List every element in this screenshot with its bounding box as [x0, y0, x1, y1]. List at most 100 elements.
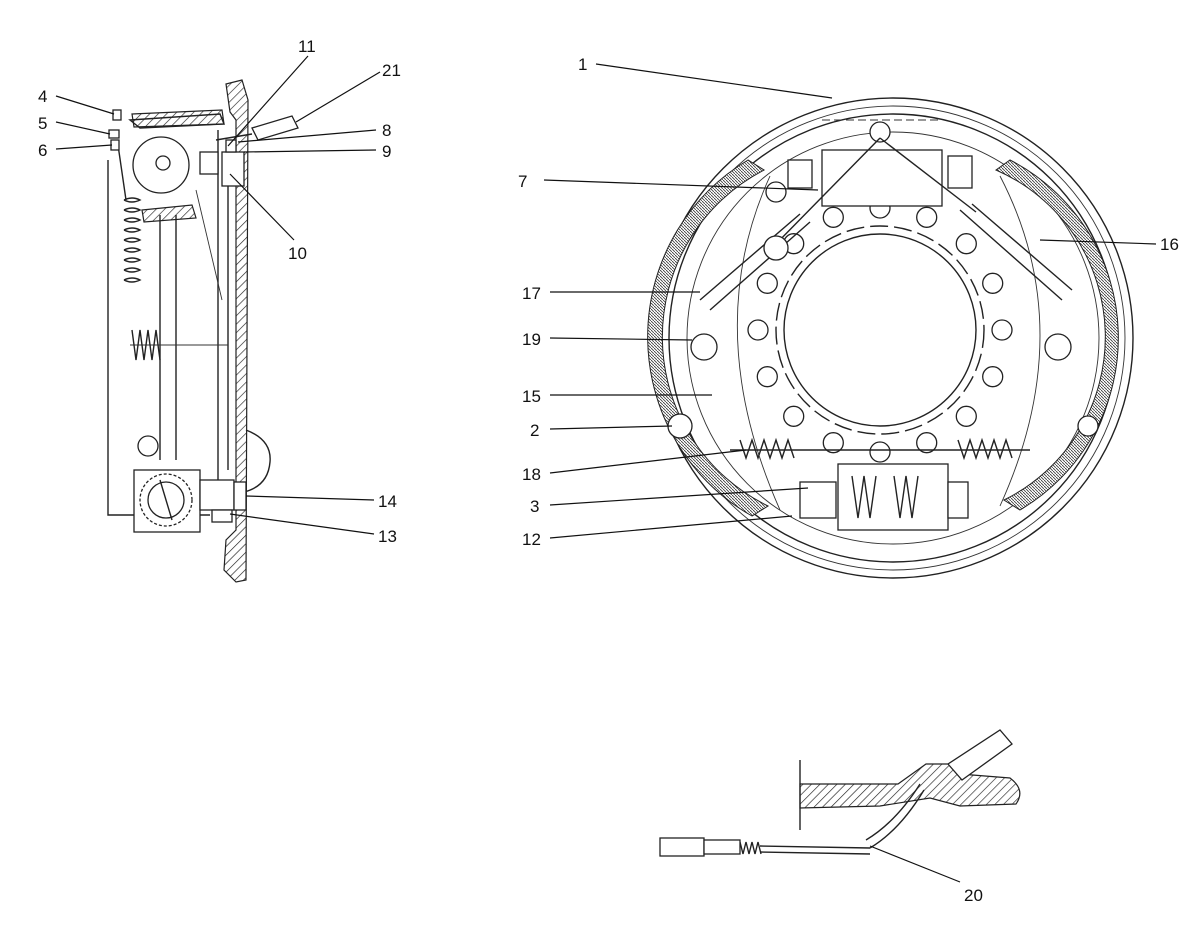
adjuster-nut — [221, 151, 245, 187]
lower-roller — [137, 435, 159, 457]
hub-bolt-hole — [982, 272, 1004, 294]
hub-bolt-hole — [822, 432, 844, 454]
callout-18: 18 — [522, 465, 541, 484]
hub-bolt-hole — [955, 233, 977, 255]
callout-14: 14 — [378, 492, 397, 511]
washer-5 — [108, 129, 120, 139]
anchor-pin-upper — [765, 181, 787, 203]
lower-spring-right — [957, 437, 1013, 461]
hub-bolt-hole — [783, 405, 805, 427]
leader-13 — [229, 513, 375, 535]
hub-outline — [775, 225, 985, 435]
holddown-right — [1044, 333, 1072, 361]
leader-8 — [237, 129, 377, 143]
adjuster-body — [199, 151, 219, 175]
detail-cable-sleeve — [703, 839, 741, 855]
callout-15: 15 — [522, 387, 541, 406]
bolt-hole-ring — [747, 197, 1013, 463]
hub-bolt-hole — [916, 206, 938, 228]
leader-19 — [549, 337, 693, 341]
leader-2 — [549, 425, 673, 430]
leader-14 — [245, 495, 375, 501]
hub-bolt-hole — [756, 366, 778, 388]
adjuster-cap — [225, 139, 237, 153]
callout-10: 10 — [288, 244, 307, 263]
strut-left — [699, 213, 801, 301]
hub-bolt-hole — [955, 405, 977, 427]
leader-11 — [227, 55, 309, 147]
mount-hole-2b — [1077, 415, 1099, 437]
detail-cable-1 — [759, 845, 871, 849]
cable-line — [215, 133, 253, 141]
detail-cable-fitting — [947, 729, 1013, 781]
left-shoe-edge — [736, 175, 781, 511]
hub-bolt-hole — [822, 206, 844, 228]
ratchet-shaft — [199, 479, 235, 511]
callout-8: 8 — [382, 121, 391, 140]
pin-4 — [112, 109, 122, 121]
hub-bolt-hole — [747, 319, 769, 341]
callout-17: 17 — [522, 284, 541, 303]
pin-6 — [110, 139, 120, 151]
shoe-web-line — [195, 189, 223, 301]
hub-bolt-hole — [991, 319, 1013, 341]
leader-20 — [869, 845, 961, 883]
leader-1 — [595, 63, 833, 99]
detail-cable-spring — [739, 841, 762, 855]
return-spring-top — [123, 197, 142, 283]
callout-labels: 1 2 3 4 5 6 7 8 9 10 11 12 13 14 15 16 1… — [38, 37, 1179, 905]
section-view — [107, 79, 299, 583]
cable-detail — [659, 729, 1021, 857]
hub-bolt-hole — [982, 366, 1004, 388]
ratchet-slot — [159, 479, 173, 521]
detail-cable-2 — [759, 851, 871, 855]
spring-hook — [117, 144, 127, 201]
hub-bolt-hole — [756, 272, 778, 294]
leader-5 — [55, 121, 111, 135]
callout-5: 5 — [38, 114, 47, 133]
strut-right-2 — [971, 203, 1073, 291]
anchor-pin-lower — [763, 235, 789, 261]
strut-right — [959, 209, 1063, 301]
adjuster-spring — [851, 475, 919, 519]
callout-21: 21 — [382, 61, 401, 80]
rod-right — [879, 137, 977, 213]
middle-spring — [131, 329, 161, 361]
adjuster-end-right — [947, 481, 969, 519]
rod-left — [769, 137, 881, 251]
callout-1: 1 — [578, 55, 587, 74]
leader-6 — [55, 144, 113, 150]
leader-4 — [55, 95, 115, 115]
hub-bore — [783, 233, 977, 427]
top-lining-hatch — [141, 204, 197, 223]
callout-11: 11 — [298, 37, 316, 56]
cam-roller-hub — [155, 155, 171, 171]
adjuster-end-left — [799, 481, 837, 519]
hub-bolt-hole — [916, 432, 938, 454]
leader-lines — [55, 55, 1157, 883]
washer-13 — [211, 509, 233, 523]
callout-9: 9 — [382, 142, 391, 161]
holddown-left — [690, 333, 718, 361]
lower-boss — [243, 429, 271, 493]
hub-bolt-hole — [869, 441, 891, 463]
detail-cable-end — [659, 837, 705, 857]
cylinder-left-cap — [787, 159, 813, 189]
leader-7 — [543, 179, 819, 191]
bleeder — [869, 121, 891, 143]
cylinder-right-cap — [947, 155, 973, 189]
leader-18 — [549, 449, 747, 474]
callout-20: 20 — [964, 886, 983, 905]
nut-14 — [233, 481, 247, 511]
leader-16 — [1039, 239, 1157, 245]
leader-21 — [295, 71, 381, 123]
right-shoe-edge — [999, 175, 1041, 507]
wheel-cylinder-top — [821, 149, 943, 207]
front-view — [647, 97, 1134, 579]
callout-16: 16 — [1160, 235, 1179, 254]
callout-2: 2 — [530, 421, 539, 440]
callout-7: 7 — [518, 172, 527, 191]
backing-plate-section — [223, 79, 249, 583]
strut-left-2 — [709, 221, 811, 311]
